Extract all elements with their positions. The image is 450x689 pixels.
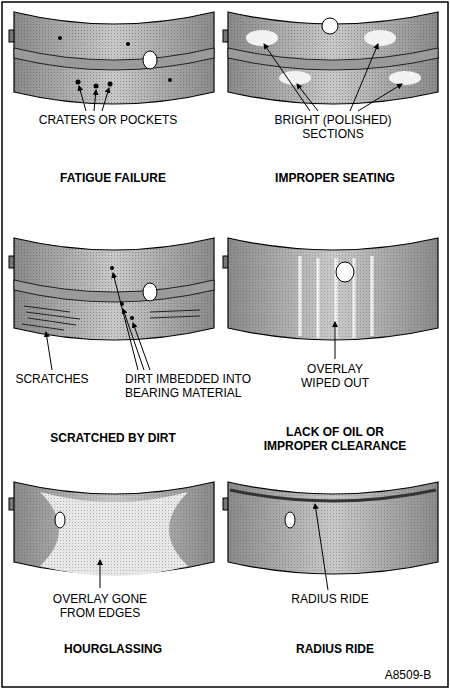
failure-title: RADIUS RIDE	[296, 642, 374, 656]
failure-callout: RADIUS RIDE	[291, 592, 368, 606]
failure-callout: CRATERS OR POCKETS	[39, 113, 177, 127]
failure-title: FATIGUE FAILURE	[60, 171, 166, 185]
bearing-shell	[9, 238, 214, 370]
failure-callout: OVERLAY GONE FROM EDGES	[45, 592, 155, 620]
bearing-shell	[223, 12, 438, 111]
failure-callout: DIRT IMBEDDED INTO BEARING MATERIAL	[125, 372, 265, 400]
failure-title: SCRATCHED BY DIRT	[50, 431, 176, 445]
bearing-shell	[223, 482, 438, 590]
failure-title: LACK OF OIL OR IMPROPER CLEARANCE	[253, 425, 418, 453]
bearing-shell	[223, 238, 438, 359]
figure-code: A8509-B	[385, 668, 432, 682]
failure-callout: BRIGHT (POLISHED) SECTIONS	[268, 113, 398, 141]
bearing-shell	[9, 482, 214, 588]
failure-callout: SCRATCHES	[15, 372, 88, 386]
failure-callout: OVERLAY WIPED OUT	[290, 362, 380, 390]
failure-title: HOURGLASSING	[64, 642, 162, 656]
bearing-shell	[9, 12, 214, 111]
failure-title: IMPROPER SEATING	[275, 171, 395, 185]
